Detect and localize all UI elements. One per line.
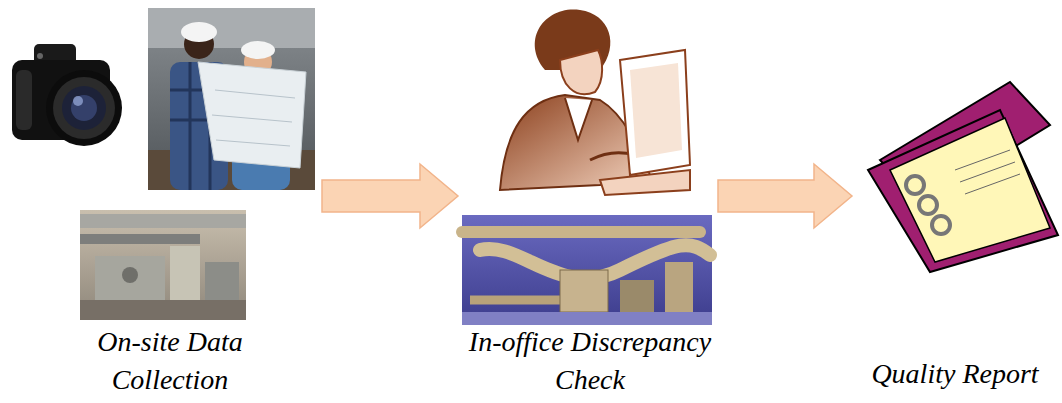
stage-caption: In-office Discrepancy Check: [440, 323, 740, 400]
flow-arrow: [718, 164, 852, 228]
block-arrow: [322, 164, 458, 228]
block-arrow: [718, 164, 852, 228]
pipe-model-render: [462, 215, 712, 325]
flow-arrow: [322, 164, 458, 228]
stage-panel: Quality Report: [852, 5, 1058, 398]
workers-photo: [148, 8, 315, 190]
stage-panel: On-site Data Collection: [5, 5, 322, 398]
stage-caption: Quality Report: [848, 355, 1062, 394]
stage-caption: On-site Data Collection: [55, 323, 285, 400]
camera-picture: [12, 44, 122, 146]
stage-panel: In-office Discrepancy Check: [458, 5, 718, 398]
binder-clipart: [868, 82, 1058, 272]
office-worker-clipart: [500, 10, 690, 195]
mechanical-room-photo: [80, 210, 246, 320]
